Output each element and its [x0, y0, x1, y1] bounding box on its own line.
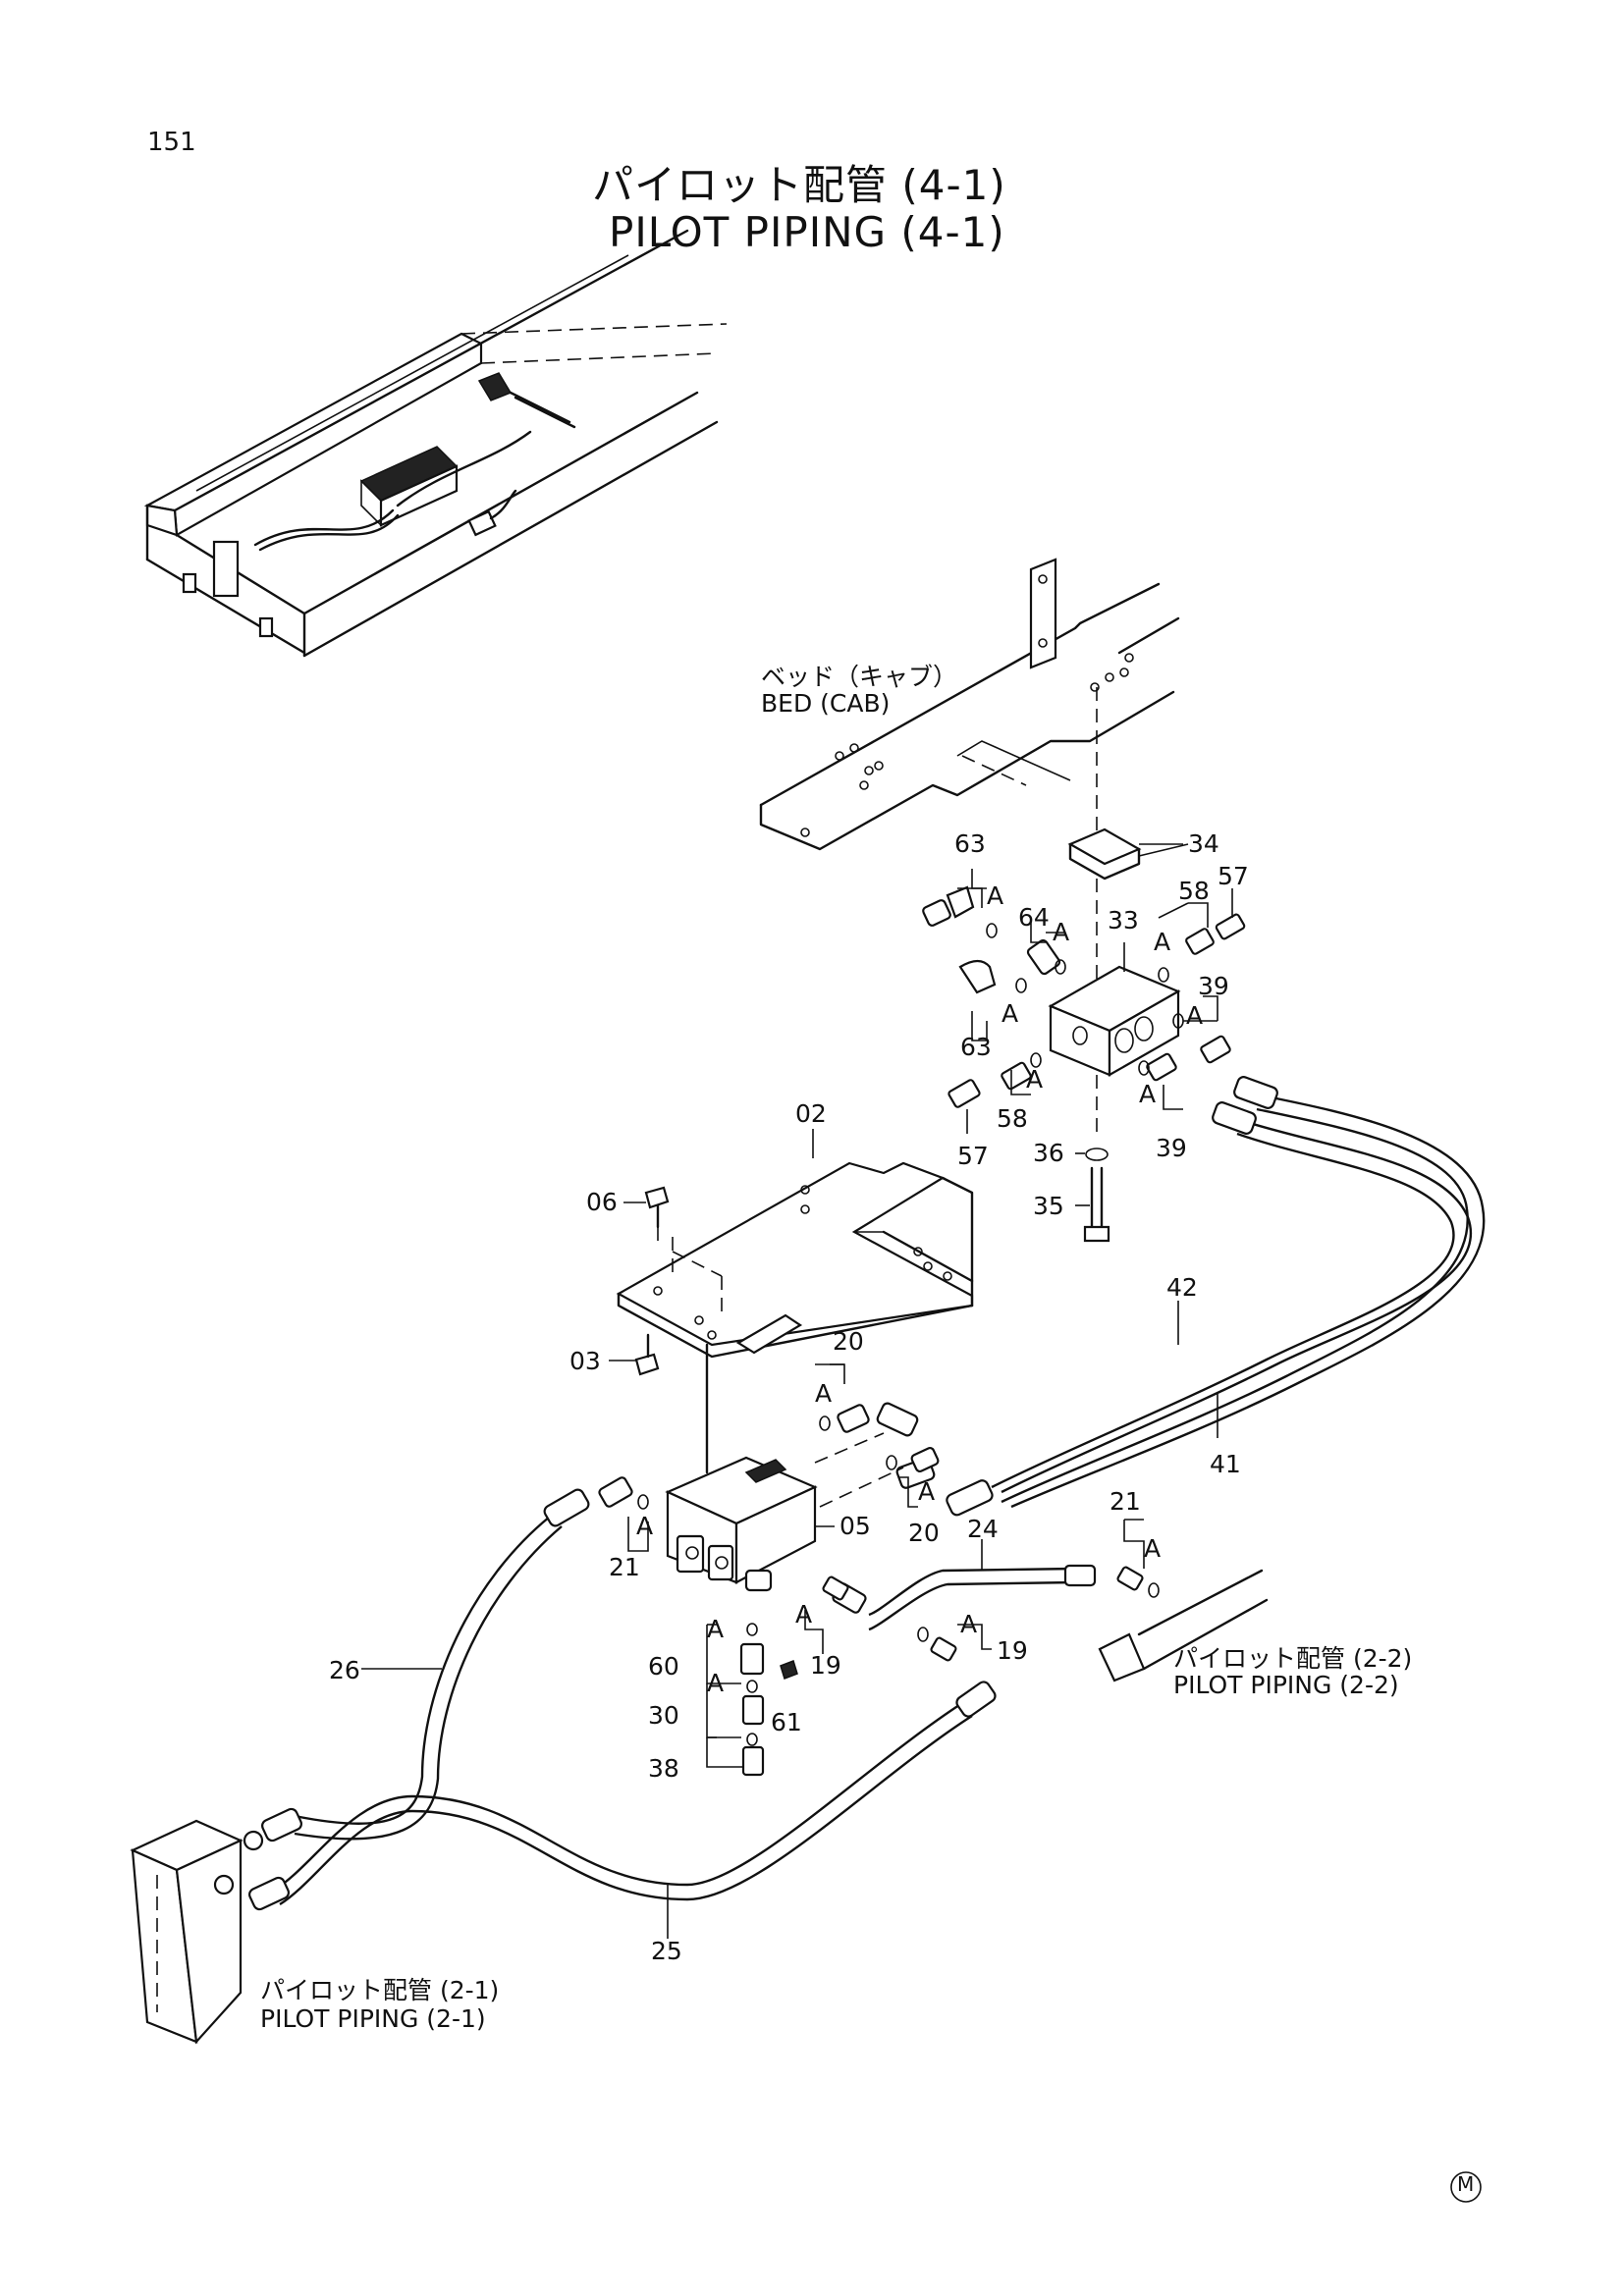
callout-06: 06: [586, 1188, 618, 1216]
box-2-1: [130, 1819, 264, 2045]
callout-63-top: 63: [954, 829, 986, 858]
callout-30: 30: [648, 1701, 679, 1730]
a-mark: A: [707, 1669, 725, 1697]
a-mark: A: [918, 1477, 936, 1506]
ref-pilot-2-1-jp: パイロット配管 (2-1): [260, 1976, 500, 2004]
callout-03: 03: [569, 1347, 601, 1375]
callout-57-bottom: 57: [957, 1142, 989, 1170]
ref-bed-en: BED (CAB): [761, 689, 891, 718]
callout-33: 33: [1108, 906, 1139, 934]
callout-21-right: 21: [1110, 1487, 1141, 1516]
callout-25: 25: [651, 1937, 682, 1965]
title-en: PILOT PIPING (4-1): [609, 208, 1005, 256]
a-mark: A: [1001, 999, 1019, 1028]
a-mark: A: [1154, 928, 1171, 956]
title-jp: パイロット配管 (4-1): [592, 161, 1006, 209]
callout-20-bottom: 20: [908, 1519, 940, 1547]
a-mark: A: [1139, 1080, 1157, 1108]
corner-mark-circle: [1450, 2171, 1482, 2203]
callout-64: 64: [1018, 903, 1050, 932]
a-mark: A: [636, 1512, 654, 1540]
corner-mark: M: [1457, 2172, 1475, 2196]
ref-bed-jp: ベッド（キャブ）: [761, 663, 958, 691]
callout-20-top: 20: [833, 1327, 864, 1356]
hose-26: [261, 1476, 633, 1842]
a-mark: A: [795, 1600, 813, 1629]
callout-38: 38: [648, 1754, 679, 1783]
callout-02: 02: [795, 1099, 827, 1128]
callout-05: 05: [839, 1512, 871, 1540]
part-05-valve: [665, 1432, 904, 1592]
valve-fittings: [637, 1404, 1160, 1662]
callout-39-bottom: 39: [1156, 1134, 1187, 1162]
callout-24: 24: [967, 1515, 999, 1543]
a-mark: A: [987, 881, 1004, 910]
a-mark: A: [1026, 1065, 1044, 1094]
callout-61: 61: [771, 1708, 802, 1736]
part-33-manifold-block: [1048, 965, 1181, 1139]
callout-63-bottom: 63: [960, 1033, 992, 1061]
ref-pilot-2-2-en: PILOT PIPING (2-2): [1173, 1671, 1399, 1699]
callout-19-left: 19: [810, 1651, 841, 1680]
part-02-plate: [616, 1161, 974, 1474]
bed-cab-plate: [759, 558, 1180, 851]
a-mark: A: [815, 1379, 833, 1408]
ref-pilot-2-1-en: PILOT PIPING (2-1): [260, 2004, 486, 2033]
callout-41: 41: [1210, 1450, 1241, 1478]
hose-25: [248, 1681, 997, 1911]
callout-36: 36: [1033, 1139, 1064, 1167]
a-mark: A: [1186, 1001, 1204, 1030]
part-34-clip: [1067, 828, 1189, 991]
callout-19-right: 19: [997, 1636, 1028, 1665]
callout-39-top: 39: [1198, 972, 1229, 1000]
pipe-stub-2-2: [1098, 1569, 1269, 1682]
fittings-column: [739, 1623, 798, 1777]
callout-58-bottom: 58: [997, 1104, 1028, 1133]
a-mark: A: [960, 1610, 978, 1638]
hose-41-42: [876, 1076, 1486, 1517]
a-mark: A: [1053, 918, 1070, 946]
callout-60: 60: [648, 1652, 679, 1681]
callout-21-left: 21: [609, 1553, 640, 1581]
leader-lines: [361, 843, 1233, 1939]
callout-35: 35: [1033, 1192, 1064, 1220]
ref-pilot-2-2-jp: パイロット配管 (2-2): [1173, 1644, 1413, 1673]
callout-57-top: 57: [1218, 862, 1249, 890]
callout-42: 42: [1166, 1273, 1198, 1302]
page-number: 151: [147, 128, 196, 157]
a-mark: A: [1144, 1534, 1162, 1563]
callout-58-top: 58: [1178, 877, 1210, 905]
inset-cab-frame: [143, 229, 728, 658]
callout-34: 34: [1188, 829, 1219, 858]
a-mark: A: [707, 1615, 725, 1643]
callout-26: 26: [329, 1656, 360, 1684]
